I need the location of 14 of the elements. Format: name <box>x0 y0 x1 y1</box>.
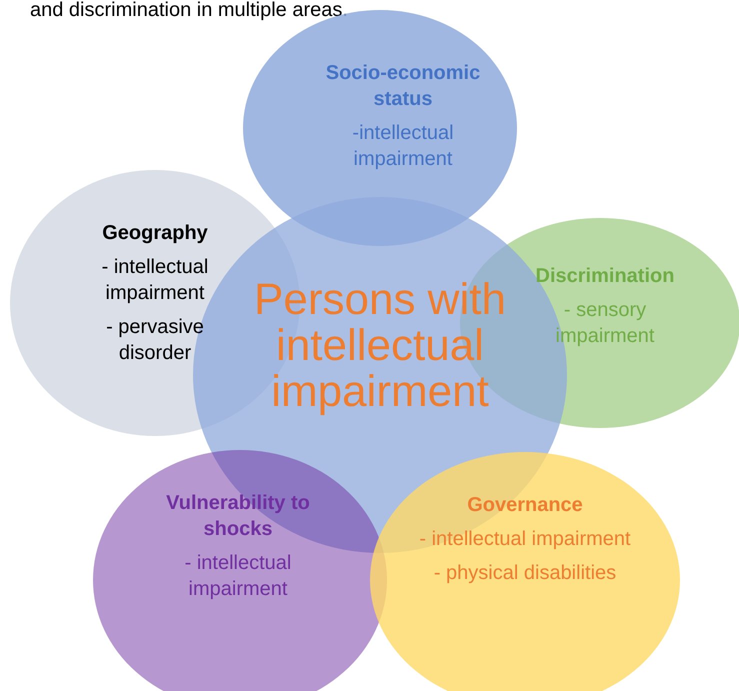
circle-text: - pervasive disorder <box>105 315 205 366</box>
circle-heading: Discrimination <box>534 264 676 289</box>
circle-heading: Geography <box>101 221 209 246</box>
circle-text: - intellectual impairment <box>100 255 210 306</box>
circle-text: - sensory impairment <box>554 298 656 349</box>
circle-text: - intellectual impairment <box>184 551 292 602</box>
circle-text: -intellectual impairment <box>351 121 455 172</box>
center-title: Persons with intellectual impairment <box>253 277 507 416</box>
circle-heading: Vulnerability to shocks <box>165 491 311 542</box>
body-text: and discrimination in multiple areas. <box>30 0 348 20</box>
circle-text: - intellectual impairment <box>418 527 632 552</box>
circle-heading: Governance <box>466 493 584 518</box>
circle-heading: Socio-economic status <box>324 61 482 112</box>
circle-text: - physical disabilities <box>432 561 618 586</box>
